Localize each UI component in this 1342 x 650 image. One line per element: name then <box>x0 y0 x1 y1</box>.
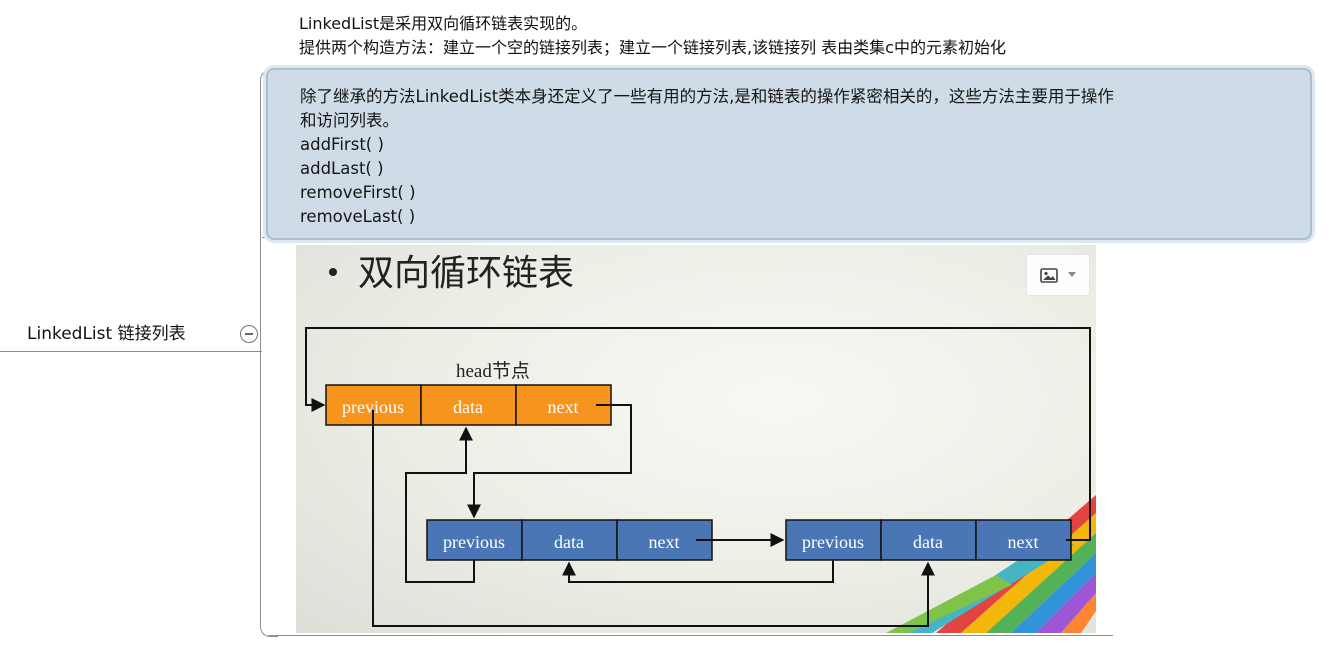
collapse-icon[interactable] <box>240 325 258 343</box>
image-options-button[interactable] <box>1026 254 1090 296</box>
head-node: previous data next <box>325 384 612 426</box>
slide-title: 双向循环链表 <box>358 253 574 293</box>
root-topic[interactable]: LinkedList 链接列表 <box>27 324 186 344</box>
method-addlast: addLast( ) <box>300 159 384 178</box>
cell-data: data <box>913 532 943 552</box>
cell-next: next <box>649 532 680 552</box>
note-line-1: LinkedList是采用双向循环链表实现的。 <box>299 14 588 33</box>
linked-list-diagram: 双向循环链表 head节点 previous data next previou… <box>305 253 1096 633</box>
cell-previous: previous <box>802 532 864 552</box>
note-line-2: 提供两个构造方法：建立一个空的链接列表；建立一个链接列表,该链接列 表由类集c中… <box>299 38 1006 57</box>
cell-data: data <box>554 532 584 552</box>
method-removefirst: removeFirst( ) <box>300 183 416 202</box>
cell-next: next <box>548 397 579 417</box>
selected-topic-box[interactable]: 除了继承的方法LinkedList类本身还定义了一些有用的方法,是和链表的操作紧… <box>266 68 1312 240</box>
head-label: head节点 <box>456 360 530 382</box>
list-node-3: previous data next <box>785 519 1072 561</box>
cell-previous: previous <box>342 397 404 417</box>
cell-previous: previous <box>443 532 505 552</box>
info-line: 和访问列表。 <box>300 111 399 130</box>
bullet-dot <box>329 268 337 276</box>
root-connector-line <box>0 351 262 352</box>
list-node-2: previous data next <box>426 519 713 561</box>
topic-note[interactable]: LinkedList是采用双向循环链表实现的。 提供两个构造方法：建立一个空的链… <box>299 12 1006 60</box>
info-line: 除了继承的方法LinkedList类本身还定义了一些有用的方法,是和链表的操作紧… <box>300 87 1114 106</box>
link-arrows <box>305 327 1091 627</box>
method-removelast: removeLast( ) <box>300 207 416 226</box>
image-icon <box>1040 267 1058 283</box>
pencils-decoration <box>886 495 1096 633</box>
cell-next: next <box>1008 532 1039 552</box>
cell-data: data <box>453 397 483 417</box>
method-addfirst: addFirst( ) <box>300 135 384 154</box>
slide-image[interactable]: 双向循环链表 head节点 previous data next previou… <box>296 245 1096 633</box>
chevron-down-icon <box>1068 272 1076 277</box>
topic-underline <box>268 635 1113 636</box>
